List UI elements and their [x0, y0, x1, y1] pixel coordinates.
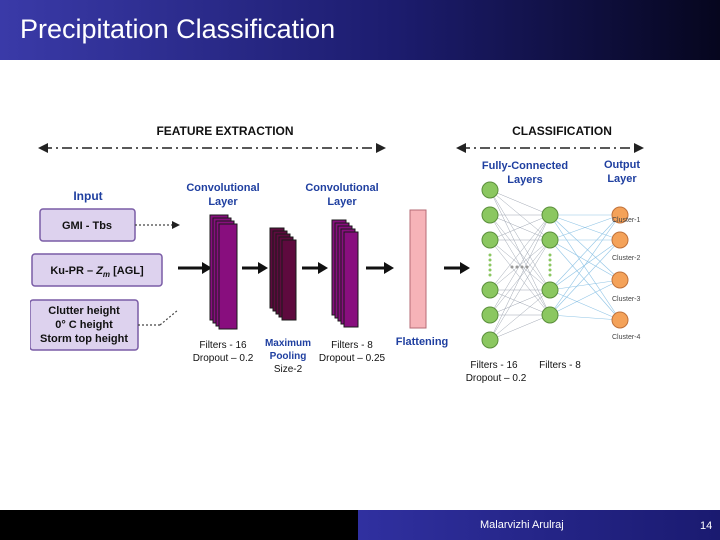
- pooling-size: Size-2: [274, 364, 303, 375]
- kupr-suffix: [AGL]: [110, 265, 144, 277]
- kupr-var: Z: [95, 265, 104, 277]
- fc-layer2-ellipsis: [548, 253, 552, 277]
- footer-right-bar: [358, 510, 720, 540]
- conv2-feature-maps: [331, 219, 359, 328]
- input-box-kupr: [31, 253, 163, 287]
- fc-connections-1-2: [489, 189, 551, 341]
- title-bar: Precipitation Classification: [0, 0, 720, 60]
- flatten-to-fc-arrowhead: [460, 262, 470, 274]
- input-to-conv1-arrowhead: [202, 262, 212, 274]
- input-clutter-height: Clutter height: [48, 305, 120, 317]
- pool-to-conv2-arrowhead: [318, 262, 328, 274]
- pooling-feature-maps: [269, 227, 297, 321]
- cluster-3-label: Cluster-3: [612, 296, 641, 303]
- cluster-1-label: Cluster-1: [612, 217, 641, 224]
- pooling-label-line1: Maximum: [265, 338, 311, 349]
- conv2-dropout: Dropout – 0.25: [319, 353, 386, 364]
- output-heading-line2: Layer: [607, 173, 637, 185]
- fc-heading-line1: Fully-Connected: [482, 160, 568, 172]
- input-kupr-label: Ku-PR – Zm [AGL]: [50, 265, 144, 279]
- flattening-layer: [409, 209, 427, 329]
- conv1-to-pool-arrowhead: [258, 262, 268, 274]
- feature-extraction-span-arrow: [38, 143, 386, 153]
- conv1-filters: Filters - 16: [199, 340, 247, 351]
- input-storm-top-height: Storm top height: [40, 333, 128, 345]
- input-arrowhead: [172, 221, 180, 229]
- cluster-4-label: Cluster-4: [612, 334, 641, 341]
- page-number: 14: [700, 520, 713, 532]
- fc-heading-line2: Layers: [507, 174, 542, 186]
- kupr-sub: m: [103, 270, 110, 279]
- fc-layer1-ellipsis: [488, 253, 492, 277]
- input-heading: Input: [73, 189, 102, 203]
- input-gmi-label: GMI - Tbs: [62, 220, 112, 232]
- feature-extraction-heading: FEATURE EXTRACTION: [156, 124, 293, 138]
- conv2-heading-line2: Layer: [327, 196, 357, 208]
- fc-connections-2-out: [549, 214, 621, 321]
- fc-layer1-nodes: [481, 181, 499, 349]
- output-heading-line1: Output: [604, 159, 640, 171]
- slide-title: Precipitation Classification: [20, 14, 336, 44]
- fc-filters-16: Filters - 16: [470, 360, 518, 371]
- conv2-heading-line1: Convolutional: [305, 182, 378, 194]
- conv1-heading-line1: Convolutional: [186, 182, 259, 194]
- conv1-dropout: Dropout – 0.2: [193, 353, 254, 364]
- input-zero-c-height: 0° C height: [55, 319, 113, 331]
- fc-dropout: Dropout – 0.2: [466, 373, 527, 384]
- output-nodes: [611, 206, 629, 329]
- conv1-heading-line2: Layer: [208, 196, 238, 208]
- cluster-2-label: Cluster-2: [612, 255, 641, 262]
- fc-filters-8: Filters - 8: [539, 360, 581, 371]
- cnn-diagram-svg: FEATURE EXTRACTION CLASSIFICATION Input …: [29, 124, 644, 384]
- conv2-to-flatten-arrowhead: [384, 262, 394, 274]
- kupr-prefix: Ku-PR –: [50, 265, 96, 277]
- input-connectors: [135, 224, 179, 326]
- conv1-feature-maps: [209, 214, 238, 330]
- footer-left-bar: [0, 510, 358, 540]
- cnn-diagram: FEATURE EXTRACTION CLASSIFICATION Input …: [29, 115, 650, 395]
- pooling-label-line2: Pooling: [270, 351, 307, 362]
- flattening-label: Flattening: [396, 336, 449, 348]
- conv2-filters: Filters - 8: [331, 340, 373, 351]
- footer-author: Malarvizhi Arulraj: [480, 519, 564, 531]
- fc-middle-dots: [510, 265, 529, 269]
- classification-heading: CLASSIFICATION: [512, 124, 612, 138]
- fc-layer2-nodes: [541, 206, 559, 324]
- classification-span-arrow: [456, 143, 644, 153]
